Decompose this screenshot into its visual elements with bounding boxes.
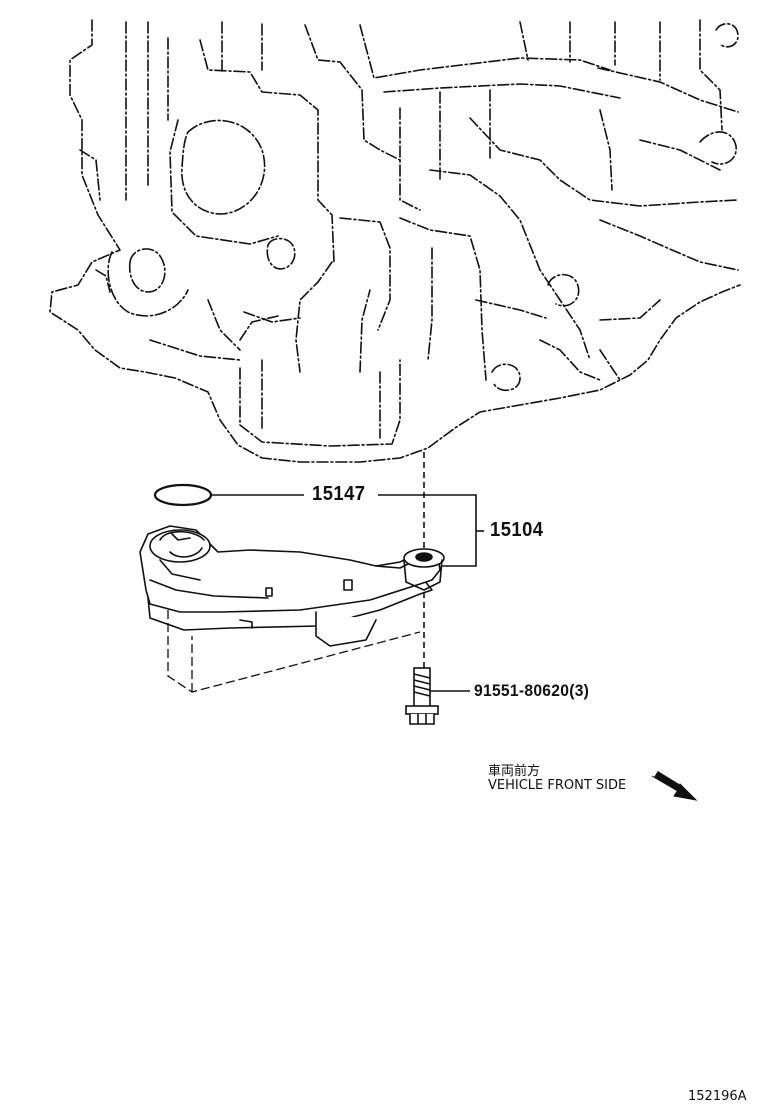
figure-number: 152196A — [688, 1089, 747, 1104]
part-number-bolt: 91551-80620(3) — [474, 681, 590, 700]
part-number-15147: 15147 — [312, 483, 366, 505]
engine-block-illustration — [49, 19, 741, 463]
direction-note-japanese: 車両前方 — [488, 764, 541, 779]
arrow-front-icon — [651, 771, 698, 801]
hidden-outline — [167, 610, 421, 693]
gasket-ring-illustration — [153, 483, 213, 507]
oil-strainer-illustration — [139, 525, 445, 647]
bolt-illustration — [405, 667, 439, 725]
direction-note-english: VEHICLE FRONT SIDE — [488, 778, 627, 793]
part-number-15104: 15104 — [490, 519, 544, 541]
leader-lines — [212, 494, 484, 692]
